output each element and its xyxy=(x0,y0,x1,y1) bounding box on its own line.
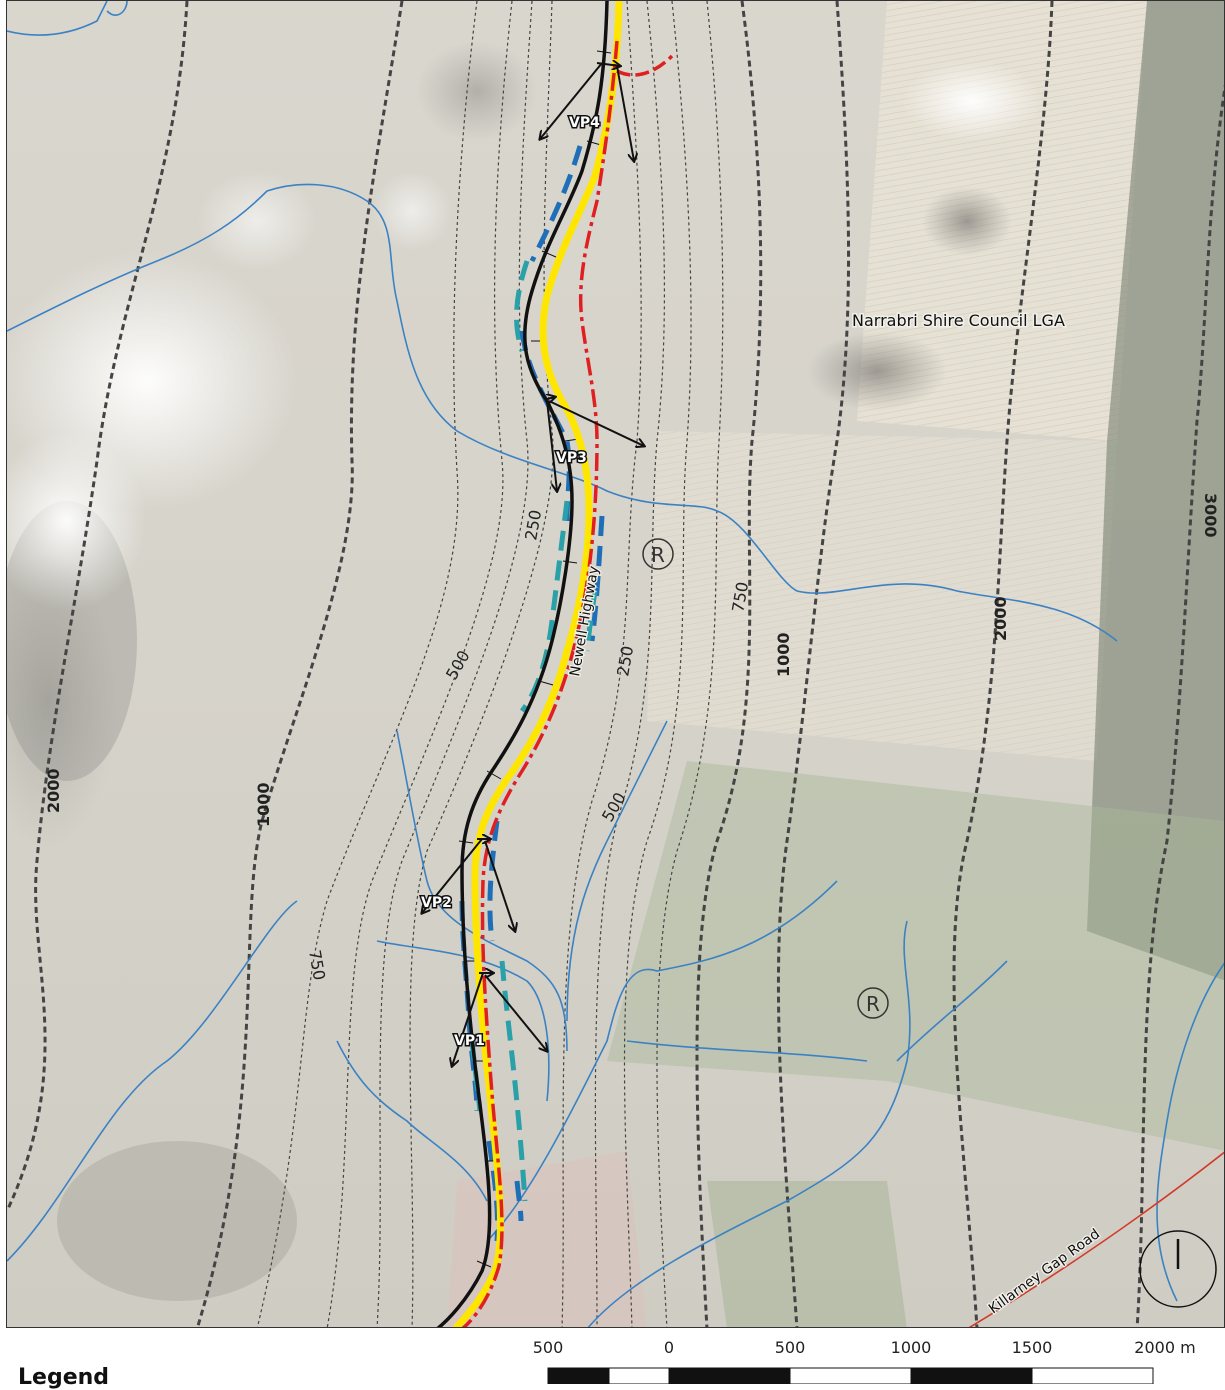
scale-label-0: 0 xyxy=(664,1338,674,1357)
scale-bar: 500 0 500 1000 1500 2000 m xyxy=(533,1338,1196,1384)
scale-label-500: 500 xyxy=(775,1338,806,1357)
map-canvas[interactable]: VP4 VP3 VP2 VP1 250 250 500 500 750 750 … xyxy=(7,1,1225,1328)
watercourses xyxy=(7,1,1224,1327)
contour-label-1000-west: 1000 xyxy=(254,782,273,827)
boundary-spur xyxy=(616,54,674,77)
scale-label-500-left: 500 xyxy=(533,1338,564,1357)
contour-label-1000-east: 1000 xyxy=(774,632,793,677)
receiver-marker-2[interactable]: R xyxy=(857,987,889,1019)
scale-label-1500: 1500 xyxy=(1012,1338,1053,1357)
contour-label-2000-east: 2000 xyxy=(991,596,1010,641)
viewpoint-label-vp2[interactable]: VP2 xyxy=(420,894,454,913)
receiver-symbol: R xyxy=(651,543,665,567)
north-arrow-icon xyxy=(1139,1230,1217,1308)
receiver-marker-1[interactable]: R xyxy=(642,538,674,570)
scale-bar-segments xyxy=(547,1367,1154,1384)
lga-label[interactable]: Narrabri Shire Council LGA xyxy=(851,310,1067,332)
killarney-gap-road xyxy=(968,1151,1224,1327)
contour-label-2000-west: 2000 xyxy=(44,768,63,813)
major-contours xyxy=(7,1,1224,1327)
viewpoint-label-vp3[interactable]: VP3 xyxy=(555,449,589,468)
receiver-circle-icon xyxy=(642,538,674,570)
aerial-imagery xyxy=(7,1,1224,1327)
viewpoint-arrows xyxy=(422,63,644,1066)
receiver-symbol: R xyxy=(866,992,880,1016)
contour-label-3000: 3000 xyxy=(1201,493,1220,538)
viewpoint-label-vp4[interactable]: VP4 xyxy=(568,114,602,133)
scale-label-2000: 2000 m xyxy=(1134,1338,1195,1357)
legend-title: Legend xyxy=(18,1365,110,1390)
viewpoint-label-vp1[interactable]: VP1 xyxy=(453,1032,487,1051)
scale-label-1000: 1000 xyxy=(891,1338,932,1357)
receiver-circle-icon xyxy=(857,987,889,1019)
boundary-line xyxy=(461,40,619,1327)
existing-highway-line xyxy=(436,1,609,1327)
map-frame[interactable]: VP4 VP3 VP2 VP1 250 250 500 500 750 750 … xyxy=(6,0,1225,1328)
